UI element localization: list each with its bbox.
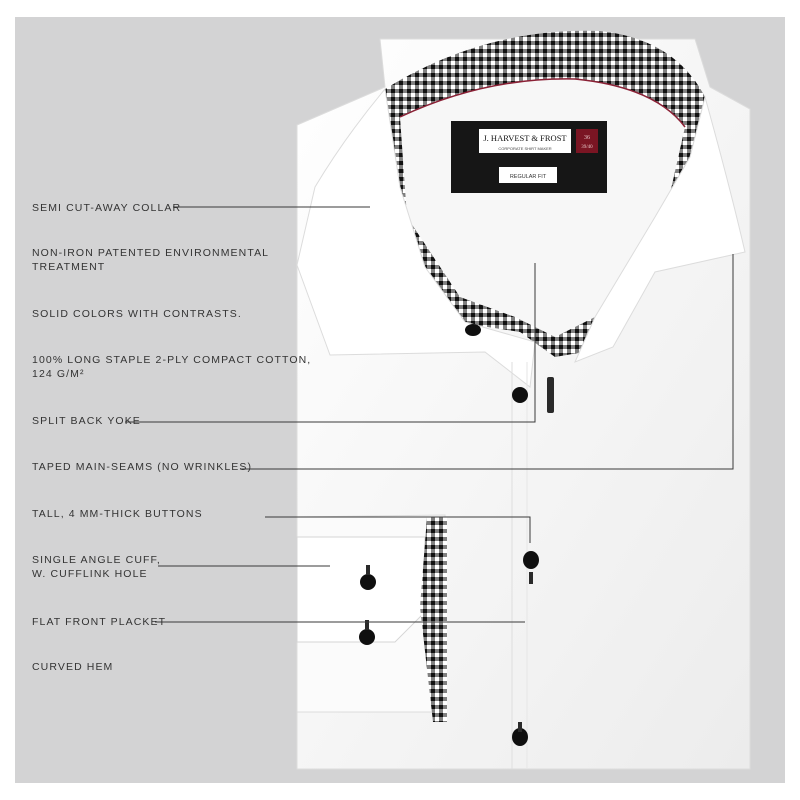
feature-curved-hem: CURVED HEM	[32, 661, 114, 673]
buttons	[359, 324, 539, 746]
right-collar	[574, 95, 746, 363]
button-cuff-2	[359, 629, 375, 645]
left-collar	[296, 87, 536, 388]
callout-line-seams	[240, 254, 734, 470]
label-size-top: 36	[584, 135, 590, 141]
cuff-contrast	[420, 517, 447, 722]
label-tagline: CORPORATE SHIRT MAKER	[498, 146, 551, 151]
button-front-1	[512, 387, 528, 403]
label-fit: REGULAR FIT	[510, 174, 547, 180]
feature-single-angle-cuff: SINGLE ANGLE CUFF, W. CUFFLINK HOLE	[32, 554, 161, 580]
button-cuff-1	[360, 574, 376, 590]
cuff	[296, 536, 426, 643]
feature-cotton: 100% LONG STAPLE 2-PLY COMPACT COTTON, 1…	[32, 354, 312, 380]
brand-label: J. HARVEST & FROST CORPORATE SHIRT MAKER…	[451, 121, 607, 193]
feature-flat-front-placket: FLAT FRONT PLACKET	[32, 616, 167, 628]
callout-lines	[125, 206, 734, 623]
product-photo: J. HARVEST & FROST CORPORATE SHIRT MAKER…	[15, 17, 785, 783]
feature-tall-buttons: TALL, 4 MM-THICK BUTTONS	[32, 508, 203, 520]
callout-line-buttons	[265, 516, 531, 543]
feature-non-iron-treatment: NON-IRON PATENTED ENVIRONMENTAL TREATMEN…	[32, 247, 270, 273]
callout-line-yoke	[125, 263, 536, 423]
feature-split-back-yoke: SPLIT BACK YOKE	[32, 415, 141, 427]
button-front-2	[523, 551, 539, 569]
button-collar	[465, 324, 481, 336]
label-size-bottom: 39/40	[581, 145, 593, 150]
feature-semi-cutaway-collar: SEMI CUT-AWAY COLLAR	[32, 202, 182, 214]
feature-solid-colors: SOLID COLORS WITH CONTRASTS.	[32, 308, 242, 320]
button-front-3	[512, 728, 528, 746]
shirt-illustration: J. HARVEST & FROST CORPORATE SHIRT MAKER…	[125, 30, 751, 770]
label-brand: J. HARVEST & FROST	[483, 133, 567, 143]
feature-taped-seams: TAPED MAIN-SEAMS (NO WRINKLES)	[32, 461, 253, 473]
